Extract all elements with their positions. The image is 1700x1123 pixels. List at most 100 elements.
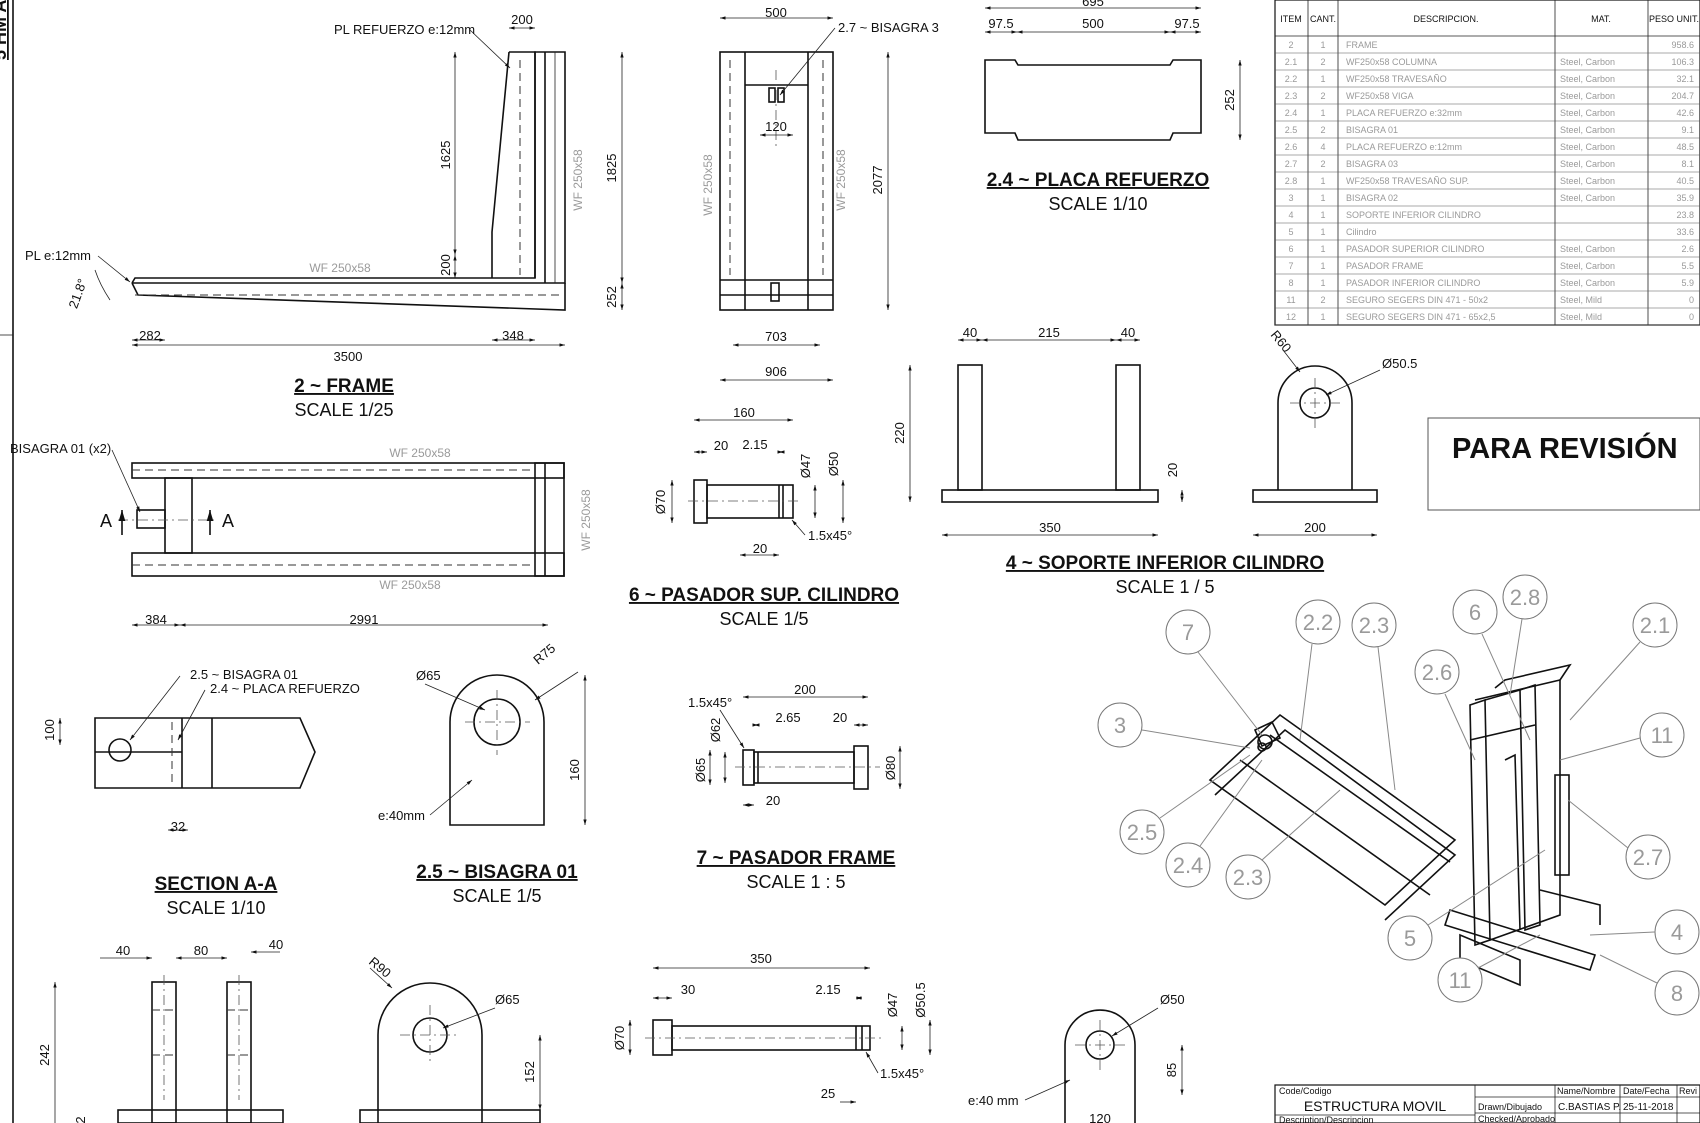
placa-scale: SCALE 1/10	[1048, 194, 1147, 214]
balloon: 2.8	[1502, 574, 1548, 696]
bom-cell: 2.1	[1285, 57, 1298, 67]
balloon: 2.3	[1351, 602, 1397, 791]
frame-label-pl: PL e:12mm	[25, 248, 91, 263]
soporte-dim-d505: Ø50.5	[1382, 356, 1417, 371]
frame-label-wf-h: WF 250x58	[309, 261, 371, 275]
pasador-frame-dim-20: 20	[833, 710, 847, 725]
bp-dim-350: 350	[750, 951, 772, 966]
bom-cell: 1	[1320, 312, 1325, 322]
bom-cell: Cilindro	[1346, 227, 1377, 237]
bom-cell: WF250x58 TRAVESAÑO SUP.	[1346, 176, 1469, 186]
svg-text:11: 11	[1449, 968, 1472, 993]
bp-dim-d47: Ø47	[885, 993, 900, 1018]
balloons: 7 2.2 2.3 6 2.8 2.1 3 2.6 11 2.5 2.4 2.3…	[1097, 574, 1700, 1016]
bom-cell: SEGURO SEGERS DIN 471 - 65x2,5	[1346, 312, 1496, 322]
pasador-sup-dim-215: 2.15	[742, 437, 767, 452]
section-title: SECTION A-A	[155, 874, 278, 895]
balloon: 8	[1599, 954, 1700, 1016]
bom-cell: BISAGRA 02	[1346, 193, 1398, 203]
bom-cell: 9.1	[1681, 125, 1694, 135]
bom-cell: 2	[1320, 91, 1325, 101]
bom-cell: 48.5	[1676, 142, 1694, 152]
bom-cell: 4	[1320, 142, 1325, 152]
bl-dim-2: 2	[73, 1116, 88, 1123]
bom-cell: WF250x58 VIGA	[1346, 91, 1414, 101]
bp-dim-30: 30	[681, 982, 695, 997]
balloon: 2.6	[1414, 649, 1476, 761]
frame-dim-1825: 1825	[604, 154, 619, 183]
bom-cell: 2.6	[1285, 142, 1298, 152]
front-label-wf-r: WF 250x58	[834, 149, 848, 211]
placa-dim-500: 500	[1082, 16, 1104, 31]
placa-title: 2.4 ~ PLACA REFUERZO	[987, 170, 1210, 191]
placa-dim-252: 252	[1222, 89, 1237, 111]
bom-cell: 1	[1320, 227, 1325, 237]
svg-text:2.3: 2.3	[1233, 865, 1264, 890]
svg-text:8: 8	[1671, 981, 1683, 1006]
bom-cell: 0	[1689, 295, 1694, 305]
svg-text:6: 6	[1469, 600, 1481, 625]
plan-label-wf-top: WF 250x58	[389, 446, 451, 460]
bom-cell: 2	[1320, 125, 1325, 135]
bom-cell: 2.6	[1681, 244, 1694, 254]
br-dim-85: 85	[1164, 1063, 1179, 1077]
soporte-dim-r60: R60	[1268, 327, 1295, 355]
svg-text:5: 5	[1404, 926, 1416, 951]
frame-scale: SCALE 1/25	[294, 400, 393, 420]
pasador-frame-dim-d65: Ø65	[693, 758, 708, 783]
bm-dim-d65: Ø65	[495, 992, 520, 1007]
bom-cell: 2	[1320, 159, 1325, 169]
bom-cell: 8	[1288, 278, 1293, 288]
bisagra-dim-e40: e:40mm	[378, 808, 425, 823]
front-dim-2077: 2077	[870, 166, 885, 195]
balloon: 2.7	[1567, 799, 1671, 880]
balloon: 3	[1097, 702, 1251, 749]
section-scale: SCALE 1/10	[166, 898, 265, 918]
bom-cell: 1	[1320, 176, 1325, 186]
balloon: 11	[1559, 712, 1685, 761]
review-stamp: PARA REVISIÓN	[1427, 417, 1700, 511]
tb-code: ESTRUCTURA MOVIL	[1304, 1098, 1447, 1114]
bottom-bisagra-view: R90 Ø65 152	[359, 954, 542, 1123]
bom-cell: SEGURO SEGERS DIN 471 - 50x2	[1346, 295, 1488, 305]
bom-header-cell: PESO UNIT.	[1649, 14, 1699, 24]
bom-cell: Steel, Carbon	[1560, 108, 1615, 118]
frame-dim-282: 282	[139, 328, 161, 343]
frame-dim-252: 252	[604, 286, 619, 308]
bom-header-cell: MAT.	[1591, 14, 1611, 24]
soporte-dim-220: 220	[892, 422, 907, 444]
br-dim-120: 120	[1089, 1111, 1111, 1123]
tb-checked-label: Checked/Aprobado	[1478, 1114, 1555, 1123]
balloon: 11	[1437, 934, 1541, 1003]
svg-text:7: 7	[1182, 620, 1194, 645]
tb-desc-label: Description/Descripcion	[1279, 1115, 1374, 1123]
bom-cell: 204.7	[1671, 91, 1694, 101]
pasador-sup-dim-160: 160	[733, 405, 755, 420]
bom-cell: 3	[1288, 193, 1293, 203]
bom-cell: Steel, Carbon	[1560, 142, 1615, 152]
tb-drawn-label: Drawn/Dibujado	[1478, 1102, 1542, 1112]
bom-cell: 2.8	[1285, 176, 1298, 186]
plan-dim-2991: 2991	[350, 612, 379, 627]
bom-cell: 5	[1288, 227, 1293, 237]
bisagra-title: 2.5 ~ BISAGRA 01	[416, 862, 578, 883]
bom-cell: 42.6	[1676, 108, 1694, 118]
plan-label-bisagra: BISAGRA 01 (x2)	[10, 441, 111, 456]
bp-dim-ch: 1.5x45°	[880, 1066, 924, 1081]
soporte-dim-215: 215	[1038, 325, 1060, 340]
bottom-lug-view: Ø50 85 e:40 mm 120	[968, 992, 1185, 1123]
bp-dim-d70: Ø70	[612, 1026, 627, 1051]
bom-cell: 958.6	[1671, 40, 1694, 50]
balloon: 2.5	[1119, 754, 1251, 855]
bom-cell: PASADOR SUPERIOR CILINDRO	[1346, 244, 1484, 254]
bom-cell: 1	[1320, 108, 1325, 118]
svg-text:2.5: 2.5	[1127, 820, 1158, 845]
bom-cell: Steel, Carbon	[1560, 278, 1615, 288]
balloon: 6	[1452, 589, 1531, 741]
bl-dim-242: 242	[37, 1044, 52, 1066]
bom-cell: Steel, Mild	[1560, 295, 1602, 305]
balloon: 4	[1589, 909, 1700, 955]
